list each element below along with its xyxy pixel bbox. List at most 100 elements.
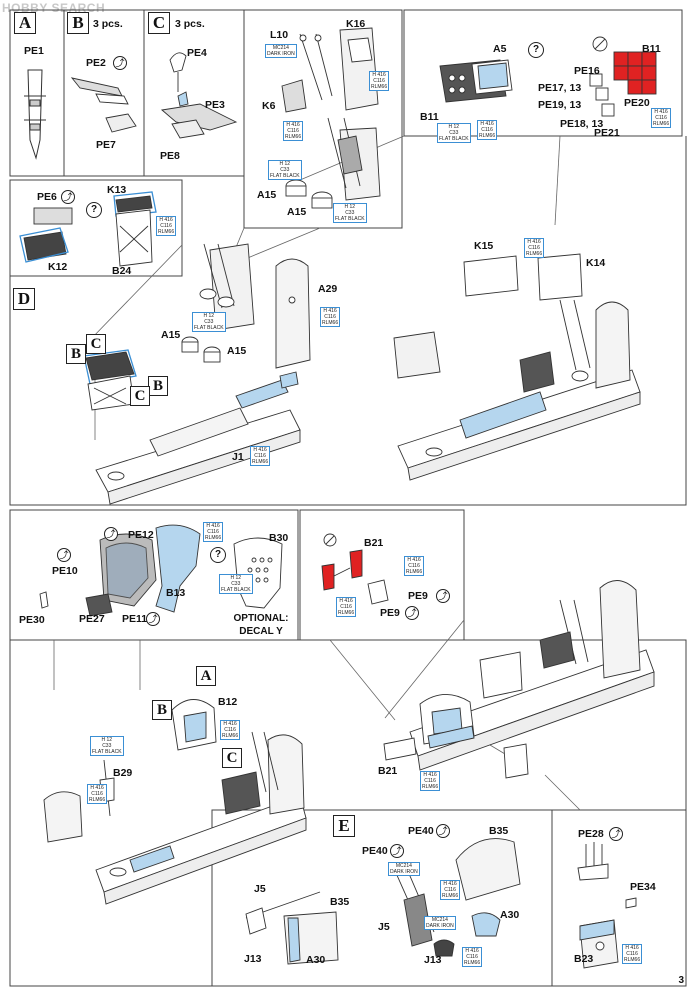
part-pe18: PE18, 13 (560, 118, 604, 130)
step-e-badge: E (333, 815, 355, 837)
bend-icon: ⤴ (436, 589, 450, 603)
part-b21: B21 (364, 537, 384, 549)
bend-icon: ⤴ (61, 190, 75, 204)
part-b21-b: B21 (378, 765, 398, 777)
part-k14: K14 (586, 257, 606, 269)
part-j5-b: J5 (254, 883, 266, 895)
step-c-qty: 3 pcs. (175, 18, 205, 30)
part-k13: K13 (107, 184, 127, 196)
optional-decal-note: OPTIONAL:DECAL Y (233, 613, 289, 637)
ref-b-badge: B (152, 700, 172, 720)
part-j13-b: J13 (244, 953, 262, 965)
part-pe1: PE1 (24, 45, 44, 57)
watermark-logo: HOBBY SEARCH (2, 1, 106, 15)
part-pe20: PE20 (624, 97, 650, 109)
part-k15: K15 (474, 240, 494, 252)
part-pe27: PE27 (79, 613, 105, 625)
question-icon: ? (528, 42, 544, 58)
part-pe40-b: PE40 (362, 845, 388, 857)
part-b35-b: B35 (330, 896, 350, 908)
part-l10: L10 (270, 29, 289, 41)
part-b24: B24 (112, 265, 132, 277)
part-pe28: PE28 (578, 828, 604, 840)
part-pe8: PE8 (160, 150, 180, 162)
part-b11: B11 (642, 43, 661, 55)
part-a15-d: A15 (227, 345, 247, 357)
part-pe34: PE34 (630, 881, 656, 893)
part-pe30: PE30 (19, 614, 45, 626)
part-b35: B35 (489, 825, 509, 837)
part-k16: K16 (346, 18, 366, 30)
part-b23: B23 (574, 953, 594, 965)
part-a5: A5 (493, 43, 507, 55)
part-pe19: PE19, 13 (538, 99, 582, 111)
part-a15-c: A15 (161, 329, 181, 341)
page-number: 3 (678, 975, 684, 986)
part-pe6: PE6 (37, 191, 57, 203)
ref-b-badge: B (66, 344, 86, 364)
step-a-badge: A (14, 12, 36, 34)
part-pe9: PE9 (408, 590, 428, 602)
question-icon: ? (86, 202, 102, 218)
bend-icon: ⤴ (405, 606, 419, 620)
part-b12: B12 (218, 696, 238, 708)
part-a15: A15 (257, 189, 277, 201)
step-d-badge: D (13, 288, 35, 310)
part-pe21: PE21 (594, 127, 620, 139)
part-k12: K12 (48, 261, 68, 273)
bend-icon: ⤴ (104, 527, 118, 541)
part-pe9-b: PE9 (380, 607, 400, 619)
part-a15-b: A15 (287, 206, 307, 218)
bend-icon: ⤴ (390, 844, 404, 858)
part-pe17: PE17, 13 (538, 82, 582, 94)
step-b-qty: 3 pcs. (93, 18, 123, 30)
ref-a-badge: A (196, 666, 216, 686)
part-j1: J1 (232, 451, 244, 463)
part-b29: B29 (113, 767, 133, 779)
ref-c-badge: C (86, 334, 106, 354)
part-pe16: PE16 (574, 65, 600, 77)
part-pe3: PE3 (205, 99, 225, 111)
part-a30: A30 (500, 909, 520, 921)
question-icon: ? (210, 547, 226, 563)
bend-icon: ⤴ (57, 548, 71, 562)
part-pe4: PE4 (187, 47, 207, 59)
bend-icon: ⤴ (609, 827, 623, 841)
bend-icon: ⤴ (113, 56, 127, 70)
ref-c-badge: C (130, 386, 150, 406)
part-a29: A29 (318, 283, 338, 295)
part-b11-b: B11 (420, 111, 439, 123)
part-a30-b: A30 (306, 954, 326, 966)
bend-icon: ⤴ (436, 824, 450, 838)
part-pe10: PE10 (52, 565, 78, 577)
part-pe12: PE12 (128, 529, 154, 541)
part-pe40: PE40 (408, 825, 434, 837)
part-k6: K6 (262, 100, 276, 112)
part-pe11: PE11 (122, 613, 148, 625)
part-b30: B30 (269, 532, 289, 544)
